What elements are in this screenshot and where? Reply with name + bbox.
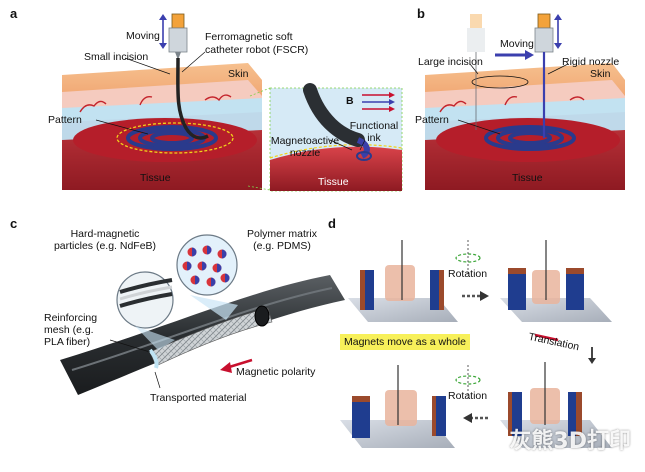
panel-c-reinforcing-mesh [149,307,273,367]
panel-a-moving-label: Moving [126,30,160,42]
panel-b-syringe-ghost [467,14,485,130]
panel-a-b-label: B [346,95,354,107]
panel-b-skin-label: Skin [590,68,611,80]
panel-c-reinforcing-2: mesh (e.g. [44,324,94,336]
panel-d-rotation-icon-top [455,253,481,263]
watermark: 灰熊3D打印 [509,429,631,454]
panel-a-zoom-nozzle [356,137,370,159]
panel-a-magnetoactive-2: nozzle [289,147,321,159]
panel-c-polarity-arrow [220,362,232,373]
panel-a-graphic [62,13,403,192]
panel-d-label: d [328,216,336,231]
panel-b-tissue-label: Tissue [512,172,543,184]
panel-b-pattern-label: Pattern [415,114,449,126]
panel-a-small-incision-label: Small incision [84,51,149,63]
panel-a-fscr-label-1: Ferromagnetic soft [205,31,293,43]
panel-a-incision-outline [116,122,234,154]
panel-c-transported-material [148,348,159,369]
panel-b-syringe-cap [537,13,551,29]
panel-a-functional-ink-2: ink [367,132,381,144]
panel-a-magnetoactive-1: Magnetoactive [270,135,340,147]
panel-a-syringe-body [168,27,188,53]
panel-a-zoom-tissue-label: Tissue [318,176,349,188]
panel-a-fscr-label-2: catheter robot (FSCR) [205,44,309,56]
panel-a-zoom-catheter [303,83,365,147]
panel-c-hard-magnetic-2: particles (e.g. NdFeB) [53,240,157,252]
panel-a-pattern-label: Pattern [48,114,82,126]
panel-b-incision [471,75,529,89]
panel-a-functional-ink-1: Functional [349,120,399,132]
panel-a-label: a [10,6,18,21]
panel-a-zoom-ink [356,151,372,161]
panel-c-polymer-1: Polymer matrix [246,228,317,240]
panel-c-reinforcing-3: PLA fiber) [44,336,91,348]
panel-c-reinforcing-1: Reinforcing [44,312,98,324]
panel-c-particles [182,245,230,287]
panel-b-moving-arrow [525,50,534,60]
panel-a-syringe-cap [171,13,185,29]
panel-a-b-field-arrows [362,92,395,112]
panel-d-magnets-whole-label: Magnets move as a whole [340,334,470,350]
panel-d-graphic [340,240,612,448]
panel-b-syringe-body [534,27,554,53]
panel-b-large-incision-label: Large incision [418,56,483,68]
panel-b-moving-label: Moving [500,38,534,50]
panel-b-rigid-nozzle-label: Rigid nozzle [562,56,620,68]
panel-c-label: c [10,216,18,231]
panel-a-pattern-spiral [126,125,218,151]
panel-c-transported-label: Transported material [150,392,247,404]
panel-c-polarity-label: Magnetic polarity [236,366,316,378]
panel-d-rotation-bottom-label: Rotation [448,390,488,402]
panel-a-vessels [79,94,232,113]
panel-d-plate-4 [500,420,612,448]
panel-a-tissue-label: Tissue [140,172,171,184]
panel-c-graphic [60,234,345,395]
panel-a-catheter [176,57,209,140]
panel-c-polymer-2: (e.g. PDMS) [253,240,311,252]
panel-a-skin-label: Skin [228,68,249,80]
panel-b-pattern-spiral [484,125,576,151]
panel-c-hard-magnetic-1: Hard-magnetic [70,228,140,240]
panel-b-graphic [425,13,625,190]
panel-a-tissue-surface [73,118,257,162]
panel-b-label: b [417,6,425,21]
panel-d-rotation-icon-bottom [455,375,481,385]
panel-a-zoom-lines [247,87,271,191]
panel-d-rotation-top-label: Rotation [448,268,488,280]
panel-c-cross-section [254,305,270,327]
